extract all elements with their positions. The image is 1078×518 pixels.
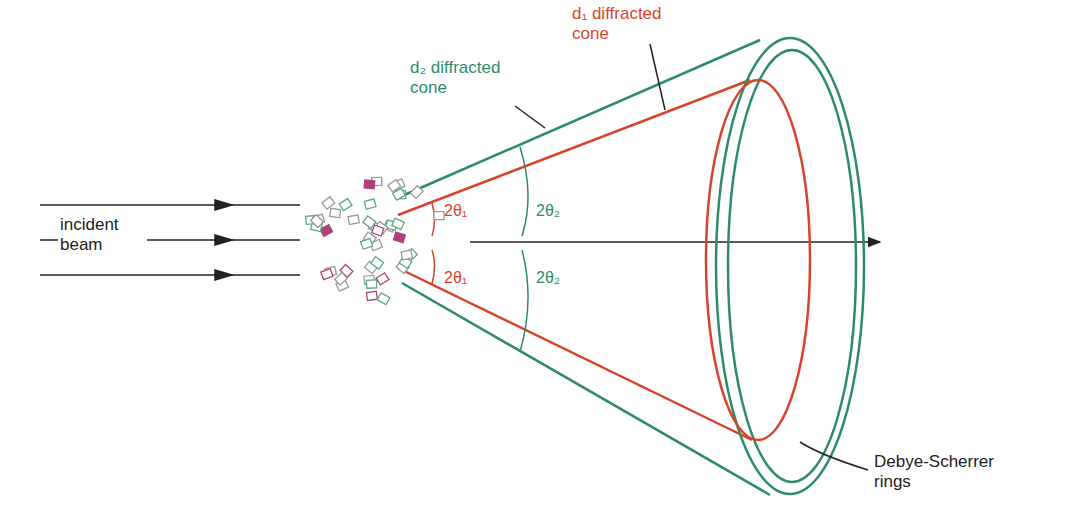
powder-grain (335, 273, 348, 286)
powder-grain (392, 218, 404, 229)
powder-grain (410, 186, 423, 199)
beam-axis (470, 241, 880, 243)
angle-label: 2θ₁ (442, 201, 486, 221)
powder-grain (434, 212, 444, 220)
angle-label: 2θ₂ (534, 268, 578, 288)
beam-label: incident beam (58, 215, 147, 255)
angle-label: 2θ₂ (534, 201, 578, 221)
angle-arcs (432, 147, 528, 352)
angle-label: 2θ₁ (442, 268, 486, 288)
diffraction-cones (398, 38, 864, 495)
cone-label: d₂ diffracted cone (408, 58, 530, 98)
powder-grain (393, 232, 405, 242)
powder-grain (364, 199, 376, 209)
leader-lines (515, 44, 868, 470)
powder-grain (376, 273, 389, 285)
powder-grain (339, 199, 352, 211)
powder-grain (321, 269, 333, 280)
powder-grain (377, 293, 390, 305)
powder-grain (366, 280, 376, 289)
powder-grain (330, 208, 341, 217)
powder-grain (348, 215, 359, 225)
cone-label: d₁ diffracted cone (570, 4, 684, 44)
powder-grain (361, 238, 373, 249)
powder-grain (371, 257, 384, 269)
powder-grain (311, 215, 324, 228)
powder-grain (372, 225, 384, 236)
incident-beam-arrows (40, 200, 300, 280)
powder-grain (322, 197, 335, 209)
powder-grains (306, 177, 444, 304)
powder-grain (364, 180, 375, 189)
powder-grain (366, 291, 377, 300)
powder-grain (401, 250, 413, 260)
ring-label: Debye-Scherrer rings (872, 452, 996, 492)
powder-grain (393, 188, 406, 200)
